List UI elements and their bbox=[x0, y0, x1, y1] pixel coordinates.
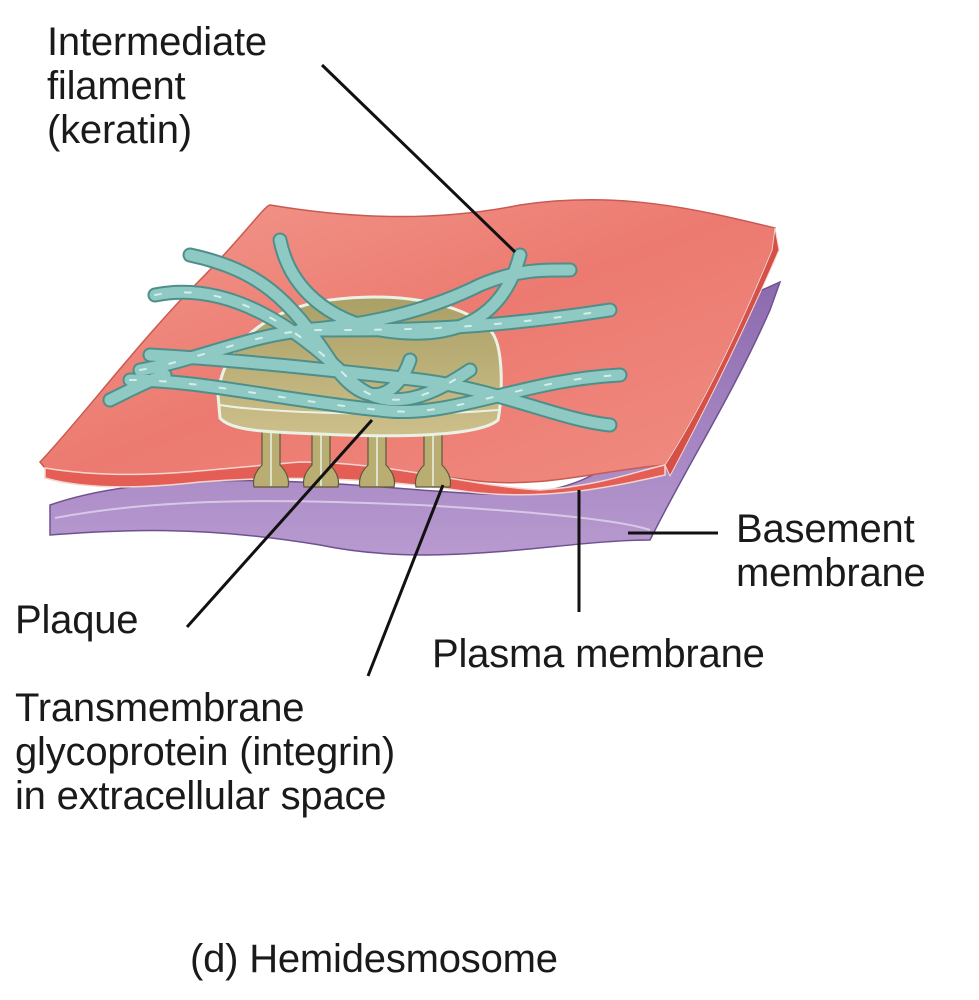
leader-line-intermediate-filament bbox=[320, 63, 517, 254]
label-line: glycoprotein (integrin) bbox=[15, 730, 396, 774]
figure-caption: (d) Hemidesmosome bbox=[190, 937, 558, 981]
label-line: Plasma membrane bbox=[432, 632, 765, 676]
label-basement-membrane: Basement membrane bbox=[736, 507, 926, 595]
label-line: in extracellular space bbox=[15, 774, 387, 818]
cell-membrane-edge bbox=[44, 461, 666, 496]
label-plaque: Plaque bbox=[15, 598, 139, 642]
label-line: (keratin) bbox=[47, 108, 192, 152]
label-line: Intermediate bbox=[47, 20, 267, 64]
label-transmembrane-glycoprotein: Transmembrane glycoprotein (integrin) in… bbox=[15, 686, 395, 818]
label-line: filament bbox=[47, 64, 186, 108]
label-line: Basement bbox=[736, 507, 915, 551]
label-intermediate-filament: Intermediate filament (keratin) bbox=[47, 20, 267, 152]
label-plasma-membrane: Plasma membrane bbox=[432, 632, 765, 676]
cell-membrane-side bbox=[664, 227, 780, 478]
leader-line-plaque bbox=[185, 419, 374, 628]
leader-lines bbox=[185, 63, 718, 677]
label-line: membrane bbox=[736, 551, 926, 595]
label-line: Plaque bbox=[15, 598, 139, 642]
leader-line-transmembrane-glycoprotein bbox=[366, 484, 445, 677]
keratin-filaments bbox=[102, 232, 628, 433]
basement-membrane-highlight bbox=[54, 500, 651, 531]
label-line: Transmembrane bbox=[15, 686, 305, 730]
